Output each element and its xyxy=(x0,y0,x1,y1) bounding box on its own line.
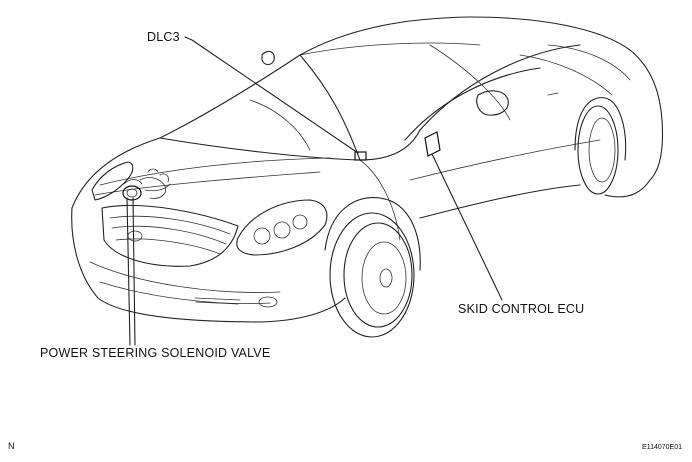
power-steering-solenoid-valve-part xyxy=(122,168,171,201)
pssv-leader-line-2 xyxy=(132,197,136,346)
left-mirror xyxy=(261,50,275,66)
corner-mark: N xyxy=(8,441,15,451)
rear-wheel xyxy=(574,97,627,195)
door-handle xyxy=(547,92,559,96)
front-grille xyxy=(101,204,239,267)
dlc3-label: DLC3 xyxy=(147,30,180,44)
headlight-right xyxy=(236,199,328,256)
skid-control-ecu-leader-line xyxy=(431,153,503,301)
front-wheel xyxy=(324,197,421,338)
power-steering-solenoid-valve-label: POWER STEERING SOLENOID VALVE xyxy=(40,346,271,360)
front-bumper xyxy=(89,261,281,308)
skid-control-ecu-label: SKID CONTROL ECU xyxy=(458,302,585,316)
car-body-outline xyxy=(71,16,663,323)
figure-id: E114070E01 xyxy=(642,444,682,451)
dlc3-connector xyxy=(354,151,367,161)
pssv-leader-line-1 xyxy=(126,197,131,346)
side-mirror xyxy=(476,90,509,116)
dlc3-leader-line xyxy=(184,36,359,154)
headlight-left xyxy=(91,161,134,201)
windshield xyxy=(299,42,631,121)
skid-control-ecu-part xyxy=(424,131,441,157)
